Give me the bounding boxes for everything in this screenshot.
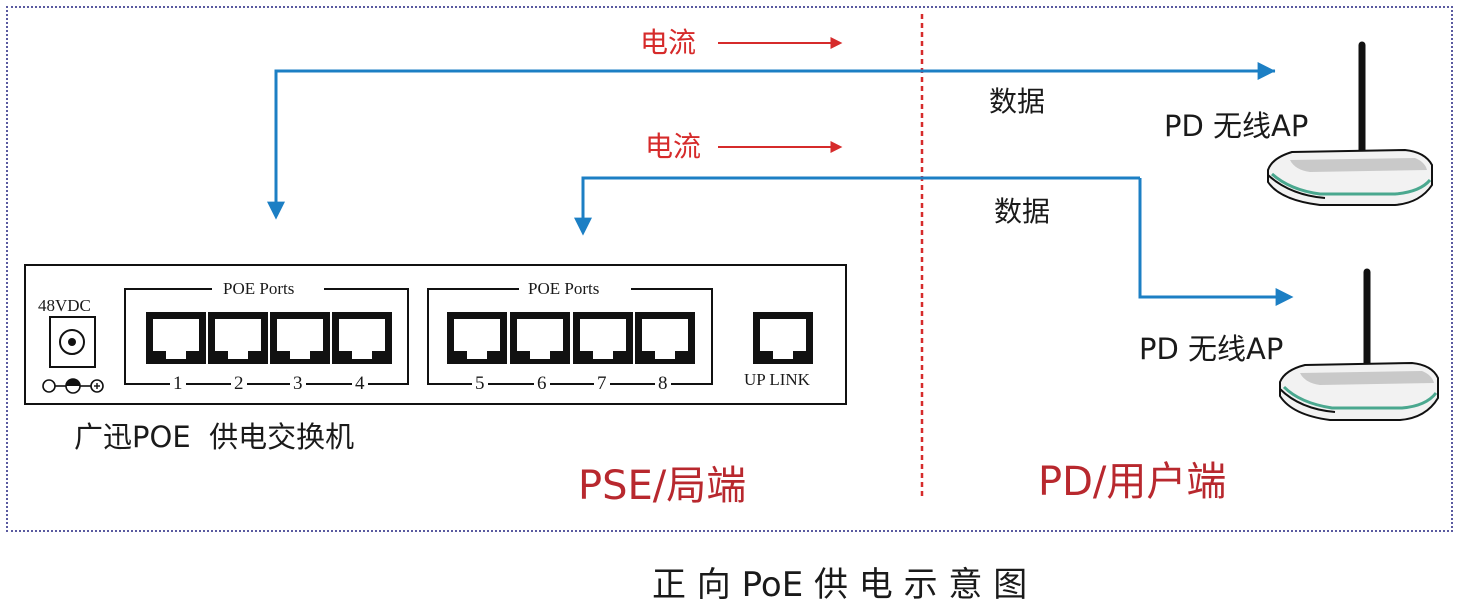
- data-label-1: 数据: [989, 85, 1046, 118]
- wireless-ap-2: [1279, 268, 1439, 421]
- rj45-uplink-port: [753, 312, 813, 364]
- port-number-3: 3: [290, 374, 306, 393]
- rj45-port-6: [510, 312, 570, 364]
- current-label-1: 电流: [640, 26, 697, 59]
- wireless-ap-1: [1267, 41, 1433, 206]
- pd-device-label-2: PD 无线AP: [1139, 332, 1284, 366]
- port-number-8: 8: [655, 374, 671, 393]
- dc-power-jack: [42, 316, 104, 394]
- uplink-label: UP LINK: [744, 370, 810, 389]
- port-number-4: 4: [352, 374, 368, 393]
- pse-region-label: PSE/局端: [578, 463, 747, 509]
- diagram-frame: [6, 6, 1453, 532]
- diagram-caption: 正 向 PoE 供 电 示 意 图: [652, 565, 1028, 605]
- rj45-port-8: [635, 312, 695, 364]
- rj45-port-2: [208, 312, 268, 364]
- pd-device-label-1: PD 无线AP: [1164, 109, 1309, 143]
- port-number-5: 5: [472, 374, 488, 393]
- rj45-port-3: [270, 312, 330, 364]
- rj45-port-7: [573, 312, 633, 364]
- poe-ports-group-2: [427, 288, 713, 385]
- data-path-2-branch: [1138, 178, 1294, 306]
- poe-ports-group-2-title: POE Ports: [528, 279, 600, 298]
- current-label-2: 电流: [645, 130, 702, 163]
- poe-switch: [24, 264, 847, 405]
- pd-region-label: PD/用户端: [1038, 459, 1227, 505]
- rj45-port-1: [146, 312, 206, 364]
- data-path-2: [574, 176, 1140, 236]
- port-number-2: 2: [231, 374, 247, 393]
- switch-name: 广迅POE 供电交换机: [74, 420, 355, 454]
- poe-ports-group-1-title: POE Ports: [223, 279, 295, 298]
- poe-ports-group-1: [124, 288, 409, 385]
- port-number-7: 7: [594, 374, 610, 393]
- rj45-port-4: [332, 312, 392, 364]
- port-number-1: 1: [170, 374, 186, 393]
- rj45-port-5: [447, 312, 507, 364]
- data-label-2: 数据: [994, 195, 1051, 228]
- power-input-label: 48VDC: [38, 296, 91, 315]
- port-number-6: 6: [534, 374, 550, 393]
- data-path-1: [267, 69, 1275, 220]
